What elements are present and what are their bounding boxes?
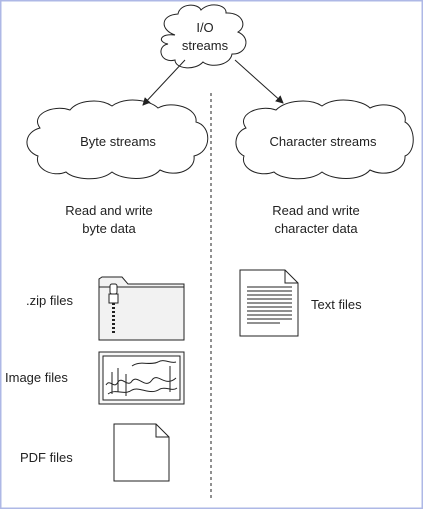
byte-streams-desc-line1: Read and write [65, 203, 153, 218]
byte-streams-label: Byte streams [80, 134, 156, 149]
text-document-icon [239, 269, 299, 337]
zip-files-label: .zip files [26, 293, 73, 308]
character-streams-desc-line2: character data [274, 221, 358, 236]
character-streams-label: Character streams [269, 134, 377, 149]
character-streams-cloud [235, 99, 414, 180]
io-streams-label-line2: streams [181, 38, 229, 53]
io-streams-label-line1: I/O [196, 20, 214, 35]
arrow-to-byte-streams [142, 59, 186, 106]
io-streams-cloud [160, 4, 247, 69]
byte-streams-desc-line2: byte data [82, 221, 136, 236]
pdf-files-label: PDF files [20, 450, 73, 465]
pdf-document-icon [113, 423, 170, 482]
byte-streams-cloud [26, 99, 209, 180]
image-file-icon [98, 351, 185, 405]
arrow-to-character-streams [234, 59, 284, 104]
character-streams-desc-line1: Read and write [272, 203, 360, 218]
image-files-label: Image files [5, 370, 68, 385]
zip-folder-icon [98, 276, 185, 341]
text-files-label: Text files [311, 297, 362, 312]
